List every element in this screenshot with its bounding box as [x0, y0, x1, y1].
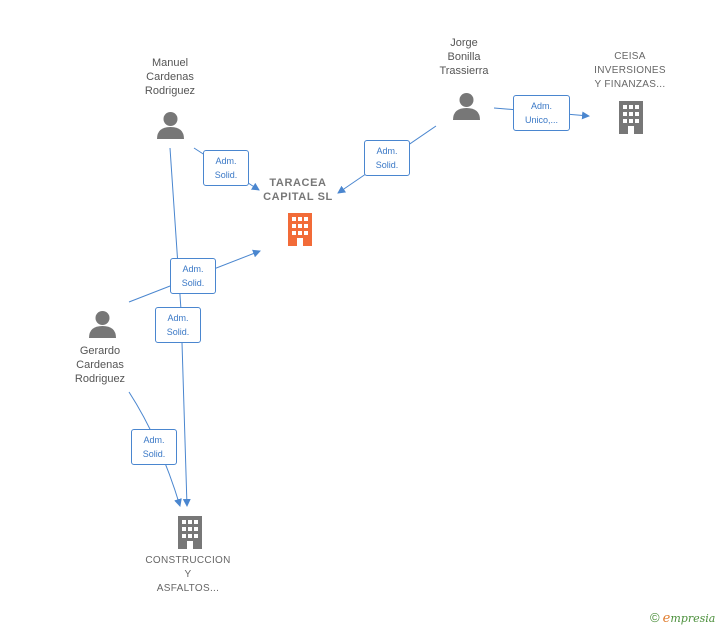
relation-role: Adm. [143, 435, 165, 445]
company-name: CEISA INVERSIONES Y FINANZAS... [594, 51, 666, 90]
relation-role-detail: Unico,... [524, 115, 558, 125]
brand-footer[interactable]: © empresia [650, 610, 715, 626]
person-icon [89, 311, 116, 338]
person-name: Gerardo Cardenas Rodriguez [74, 345, 126, 385]
relation-label-jorge-ceisa[interactable]: Adm. Unico,... [513, 95, 570, 131]
relation-label-gerardo-construccion[interactable]: Adm. Solid. [131, 429, 177, 465]
relation-role: Adm. [167, 313, 189, 323]
building-icon [619, 101, 643, 134]
relation-role-detail: Solid. [142, 449, 166, 459]
relation-role: Adm. [182, 264, 204, 274]
relation-label-manuel-construccion[interactable]: Adm. Solid. [155, 307, 201, 343]
person-icon [453, 93, 480, 120]
building-icon [288, 213, 312, 246]
relation-role: Adm. [215, 156, 237, 166]
relation-role-detail: Solid. [214, 170, 238, 180]
copyright-icon: © [650, 610, 660, 625]
building-icon [178, 516, 202, 549]
person-name: Manuel Cardenas Rodriguez [144, 57, 196, 97]
relation-label-jorge-taracea[interactable]: Adm. Solid. [364, 140, 410, 176]
relation-role-detail: Solid. [181, 278, 205, 288]
relation-label-gerardo-taracea[interactable]: Adm. Solid. [170, 258, 216, 294]
relation-role: Adm. [376, 146, 398, 156]
brand-logo-text: mpresia [670, 612, 716, 625]
relation-role-detail: Solid. [166, 327, 190, 337]
person-name: Jorge Bonilla Trassierra [439, 37, 489, 77]
company-name: TARACEA CAPITAL SL [263, 177, 333, 203]
person-icon [157, 112, 184, 139]
relation-role-detail: Solid. [375, 160, 399, 170]
relation-label-manuel-taracea[interactable]: Adm. Solid. [203, 150, 249, 186]
brand-logo-initial: e [662, 611, 671, 626]
relation-role: Adm. [530, 101, 552, 111]
company-name: CONSTRUCCION Y ASFALTOS... [145, 555, 231, 594]
